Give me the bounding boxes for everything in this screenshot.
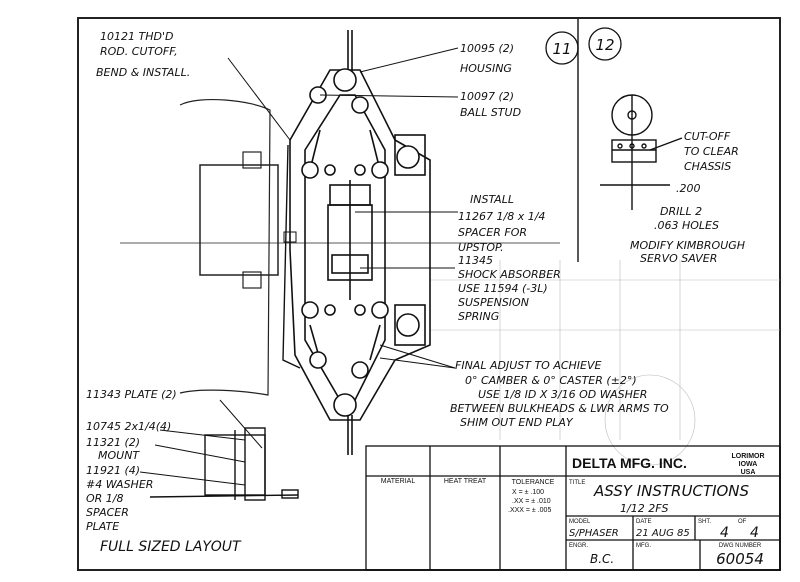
servo-box <box>199 164 279 276</box>
callout-rod-line1: 10121 THD'D <box>100 30 173 43</box>
servo-tab-top <box>242 151 262 169</box>
detail-11-circle <box>545 31 579 65</box>
callout-spacer-line4: UPSTOP. <box>458 241 504 254</box>
callout-final-adjust: FINAL ADJUST TO ACHIEVE 0° CAMBER & 0° C… <box>450 359 669 429</box>
location-line1: LORIMOR <box>731 453 764 460</box>
callout-shock-line4: SUSPENSION <box>458 296 529 309</box>
callout-housing-line1: 10095 (2) <box>460 42 514 55</box>
callout-rod: 10121 THD'D ROD. CUTOFF, BEND & INSTALL. <box>96 30 190 79</box>
tie-rod <box>282 144 301 369</box>
callout-spacer-line2: 11267 1/8 x 1/4 <box>458 210 545 223</box>
callout-mount-line4: 11921 (4) <box>86 464 140 477</box>
sheet-of-label: OF <box>738 519 747 525</box>
date-value: 21 AUG 85 <box>636 528 690 539</box>
engr-label: ENGR. <box>569 543 588 549</box>
callout-housing-line2: HOUSING <box>460 62 512 75</box>
detail-11-number: 11 <box>552 40 571 58</box>
engr-value: B.C. <box>590 552 614 566</box>
dwg-number-value: 60054 <box>716 550 764 568</box>
tolerance-line3: .XXX = ± .005 <box>508 507 551 514</box>
suspension-assembly <box>289 30 431 455</box>
detail12-text: CUT-OFF TO CLEAR CHASSIS .200 DRILL 2 .0… <box>630 130 745 265</box>
detail-12-number: 12 <box>595 36 614 54</box>
dwg-number-label: DWG NUMBER <box>719 543 762 549</box>
callout-shock: 11345 SHOCK ABSORBER USE 11594 (-3L) SUS… <box>458 254 561 323</box>
pivot-points <box>301 68 420 417</box>
detail-12-circle <box>588 27 622 61</box>
detail12-cutoff-line2: TO CLEAR <box>684 145 739 158</box>
callout-final-line2: 0° CAMBER & 0° CASTER (±2°) <box>465 374 637 387</box>
callout-shock-line1: 11345 <box>458 254 493 267</box>
callout-final-line3: USE 1/8 ID X 3/16 OD WASHER <box>478 388 647 401</box>
detail12-modify-line2: SERVO SAVER <box>640 252 717 265</box>
drawing-title: ASSY INSTRUCTIONS <box>593 482 750 500</box>
detail12-drill-line1: DRILL 2 <box>660 205 702 218</box>
mount-plate-detail <box>149 427 299 501</box>
detail12-drill-line2: .063 HOLES <box>654 219 719 232</box>
callout-ball-stud: 10097 (2) BALL STUD <box>460 90 521 119</box>
detail12-modify-line1: MODIFY KIMBROUGH <box>630 239 745 252</box>
tolerance-line2: .XX = ± .010 <box>512 498 551 505</box>
callout-spacer: INSTALL 11267 1/8 x 1/4 SPACER FOR UPSTO… <box>458 193 545 254</box>
tolerance-label: TOLERANCE <box>512 479 555 486</box>
callout-final-line1: FINAL ADJUST TO ACHIEVE <box>455 359 602 372</box>
date-label: DATE <box>636 519 652 525</box>
title-label: TITLE <box>569 480 585 486</box>
model-label: MODEL <box>569 519 591 525</box>
callout-mount-line1: 10745 2x1/4(4) <box>86 420 171 433</box>
callout-plate: 11343 PLATE (2) <box>86 388 177 401</box>
callout-mount-line7: SPACER <box>86 506 129 519</box>
tolerance-line1: X = ± .100 <box>512 489 544 496</box>
callout-mount-line2: 11321 (2) <box>86 436 140 449</box>
model-value: S/PHASER <box>569 528 619 539</box>
callout-final-line4: BETWEEN BULKHEADS & LWR ARMS TO <box>450 402 669 415</box>
detail12-cutoff-line1: CUT-OFF <box>684 130 731 143</box>
servo-tab-bottom <box>242 271 262 289</box>
location-line3: USA <box>741 469 756 476</box>
callout-ball-stud-line2: BALL STUD <box>460 106 521 119</box>
callout-housing: 10095 (2) HOUSING <box>460 42 514 75</box>
servo-saver-detail <box>600 94 683 210</box>
chassis-outline <box>179 98 271 396</box>
callout-ball-stud-line1: 10097 (2) <box>460 90 514 103</box>
callout-mount-line8: PLATE <box>86 520 119 533</box>
company-name: DELTA MFG. INC. <box>572 455 687 471</box>
callout-spacer-line1: INSTALL <box>470 193 514 206</box>
callout-mount-parts: 10745 2x1/4(4) 11321 (2) MOUNT 11921 (4)… <box>86 420 171 533</box>
full-size-label: FULL SIZED LAYOUT <box>100 539 242 555</box>
mfg-label: MFG. <box>636 543 651 549</box>
callout-mount-line5: #4 WASHER <box>86 478 153 491</box>
callout-shock-line2: SHOCK ABSORBER <box>458 268 561 281</box>
sheet-number: 4 <box>720 525 729 541</box>
detail12-cutoff-line3: CHASSIS <box>684 160 731 173</box>
callout-shock-line5: SPRING <box>458 310 499 323</box>
tie-rod-clip <box>283 231 297 243</box>
sheet-total: 4 <box>750 525 759 541</box>
callout-rod-line2: ROD. CUTOFF, <box>100 45 178 58</box>
sheet-label: SHT. <box>698 519 711 525</box>
callout-spacer-line3: SPACER FOR <box>458 226 527 239</box>
material-label: MATERIAL <box>381 478 416 485</box>
drawing-subtitle: 1/12 2FS <box>620 502 669 515</box>
callout-mount-line3: MOUNT <box>98 449 140 462</box>
leader-lines <box>139 47 459 486</box>
location-line2: IOWA <box>739 461 758 468</box>
heat-treat-label: HEAT TREAT <box>444 478 487 485</box>
detail12-dimension: .200 <box>676 182 701 195</box>
title-block-grid <box>365 445 781 571</box>
callout-final-line5: SHIM OUT END PLAY <box>460 416 574 429</box>
callout-mount-line6: OR 1/8 <box>86 492 124 505</box>
callout-shock-line3: USE 11594 (-3L) <box>458 282 548 295</box>
ghost-lines <box>430 260 780 466</box>
callout-rod-line3: BEND & INSTALL. <box>96 66 190 79</box>
